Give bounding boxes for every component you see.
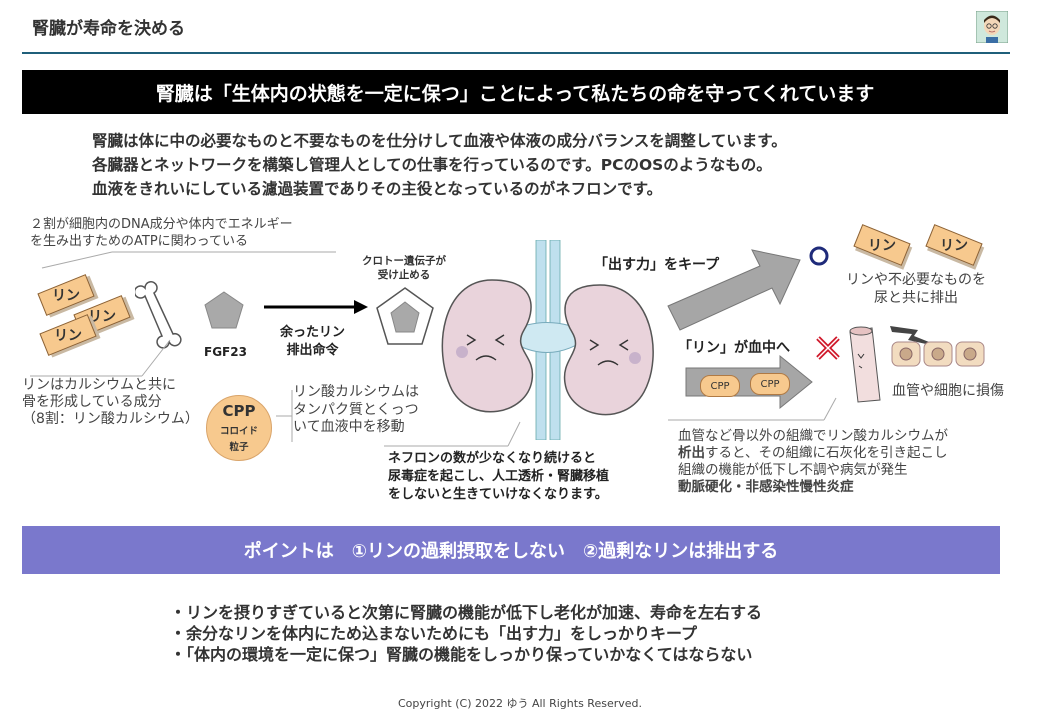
calcification-note: 血管など骨以外の組織でリン酸カルシウムが 析出すると、その組織に石灰化を引き起こ…: [678, 428, 948, 496]
klotho-label-line: クロトー遺伝子が: [362, 255, 446, 267]
phosphorus-tag: リン: [925, 224, 983, 266]
cpp-pill: CPP: [750, 373, 790, 395]
klotho-label: クロトー遺伝子が 受け止める: [362, 254, 446, 282]
excrete-note-line: リンや不必要なものを: [846, 272, 986, 288]
excrete-arrow: [667, 249, 801, 331]
calcification-note-line: 血管など骨以外の組織でリン酸カルシウムが: [678, 428, 948, 444]
main-banner: 腎臓は「生体内の状態を一定に保つ」ことによって私たちの命を守ってくれています: [22, 70, 1008, 114]
bone-note-line: リンはカルシウムと共に: [22, 377, 176, 393]
cells-icon: [891, 341, 985, 367]
bullet-item: ・「体内の環境を一定に保つ」腎臓の機能をしっかり保っていかなくてはならない: [170, 645, 753, 664]
klotho-receptor-icon: [376, 287, 434, 345]
kidneys-illustration: [441, 240, 654, 440]
cpp-bracket: [276, 390, 293, 442]
bone-pointer-lines: [30, 339, 171, 377]
ok-circle-icon: [809, 246, 829, 266]
calcification-note-line: 動脈硬化・非感染性慢性炎症: [678, 479, 854, 495]
fgf23-label: FGF23: [204, 345, 247, 359]
bullet-item: ・余分なリンを体内にため込まないためにも「出す力」をしっかりキープ: [170, 624, 698, 643]
excrete-note-line: 尿と共に排出: [874, 290, 958, 306]
cpp-note-line: タンパク質とくっつ: [293, 401, 419, 418]
cpp-particle: CPP コロイド 粒子: [206, 395, 272, 461]
klotho-label-line: 受け止める: [377, 269, 431, 281]
cpp-sub: 粒子: [229, 442, 249, 453]
calcification-note-line: 析出すると、その組織に石灰化を引き起こし: [678, 445, 948, 461]
intro-line: 血液をきれいにしている濾過装置でありその主役となっているのがネフロンです。: [92, 180, 663, 198]
cpp-title: CPP: [222, 402, 256, 420]
blood-vessel-icon: [849, 326, 881, 403]
cpp-sub: コロイド: [219, 426, 258, 437]
blood-label: 「リン」が血中へ: [678, 340, 790, 356]
cpp-note-line: リン酸カルシウムは: [293, 384, 419, 400]
cpp-note-line: いて血液中を移動: [293, 419, 405, 435]
nephron-pointer-lines: [384, 421, 521, 447]
excess-command: 余ったリン 排出命令: [280, 324, 345, 360]
phosphorus-tag: リン: [853, 224, 911, 266]
bone-note-line: （8割：リン酸カルシウム）: [22, 411, 199, 427]
atp-note: ２割が細胞内のDNA成分や体内でエネルギー を生み出すためのATPに関わっている: [30, 216, 293, 250]
excrete-note: リンや不必要なものを 尿と共に排出: [846, 271, 986, 307]
title-divider: [22, 52, 1010, 54]
damage-label: 血管や細胞に損傷: [892, 383, 1004, 399]
cpp-note: リン酸カルシウムは タンパク質とくっつ いて血液中を移動: [293, 384, 419, 437]
signal-arrow: [264, 300, 368, 314]
cpp-pill: CPP: [700, 375, 740, 397]
keep-label: 「出す力」をキープ: [594, 257, 720, 273]
nephron-note-line: 尿毒症を起こし、人工透析・腎臓移植: [388, 469, 610, 484]
calcification-pointer-lines: [668, 397, 837, 421]
fgf23-pentagon-icon: [204, 291, 244, 329]
point-banner: ポイントは ①リンの過剰摂取をしない ②過剰なリンは排出する: [22, 526, 1000, 574]
author-avatar: [976, 11, 1008, 43]
bone-note-line: 骨を形成している成分: [22, 394, 162, 410]
nephron-note-line: をしないと生きていけなくなります。: [388, 487, 608, 502]
lightning-icon: [890, 326, 944, 348]
atp-pointer-lines: [41, 251, 336, 269]
page-title: 腎臓が寿命を決める: [32, 19, 185, 39]
atp-note-line: ２割が細胞内のDNA成分や体内でエネルギー: [30, 217, 293, 232]
intro-text: 腎臓は体に中の必要なものと不要なものを仕分けして血液や体液の成分バランスを調整し…: [92, 129, 992, 201]
nephron-note: ネフロンの数が少なくなり続けると 尿毒症を起こし、人工透析・腎臓移植 をしないと…: [388, 450, 609, 504]
key-bullets: ・リンを摂りすぎていると次第に腎臓の機能が低下し老化が加速、寿命を左右する ・余…: [170, 602, 762, 665]
copyright: Copyright (C) 2022 ゆう All Rights Reserve…: [397, 697, 642, 710]
atp-note-line: を生み出すためのATPに関わっている: [30, 234, 249, 249]
bullet-item: ・リンを摂りすぎていると次第に腎臓の機能が低下し老化が加速、寿命を左右する: [170, 603, 763, 622]
intro-line: 各臓器とネットワークを構築し管理人としての仕事を行っているのです。PCのOSのよ…: [92, 156, 772, 174]
bone-note: リンはカルシウムと共に 骨を形成している成分 （8割：リン酸カルシウム）: [22, 377, 199, 428]
intro-line: 腎臓は体に中の必要なものと不要なものを仕分けして血液や体液の成分バランスを調整し…: [92, 132, 787, 150]
excess-command-line: 余ったリン: [280, 325, 346, 340]
calcification-note-line: 組織の機能が低下し不調や病気が発生: [678, 462, 908, 478]
nephron-note-line: ネフロンの数が少なくなり続けると: [388, 451, 597, 466]
excess-command-line: 排出命令: [286, 343, 339, 358]
ng-cross-icon: [816, 336, 840, 360]
